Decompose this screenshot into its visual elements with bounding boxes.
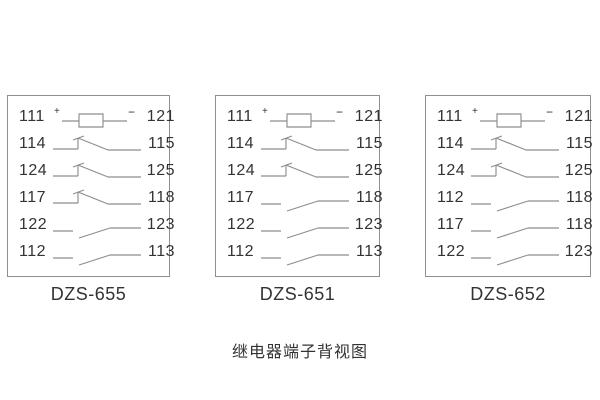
model-label: DZS-652: [470, 284, 546, 304]
terminal-row: 122 123: [19, 211, 175, 238]
terminal-row: 112 113: [227, 238, 383, 265]
terminal-row: 117 118: [437, 211, 593, 238]
left-terminal-number: 111: [437, 107, 463, 125]
right-terminal-number: 125: [564, 161, 593, 179]
terminal-row: 112 118: [437, 184, 593, 211]
blade-contact-symbol: [53, 212, 141, 238]
left-terminal-number: 114: [19, 134, 47, 152]
left-terminal-number: 117: [437, 215, 465, 233]
minus-sign: −: [128, 105, 135, 119]
plus-sign: +: [262, 106, 268, 117]
coil-symbol: +−: [54, 105, 135, 130]
left-terminal-number: 122: [227, 215, 256, 233]
right-terminal-number: 125: [354, 161, 383, 179]
terminal-row: 114 115: [19, 130, 175, 157]
terminal-row: 122 123: [227, 211, 383, 238]
blade-contact-symbol: [261, 212, 349, 238]
left-terminal-number: 124: [437, 161, 466, 179]
terminal-row: 117 118: [19, 184, 175, 211]
left-terminal-number: 124: [19, 161, 48, 179]
model-label: DZS-655: [50, 284, 127, 304]
blade-contact-symbol: [471, 185, 559, 211]
minus-sign: −: [546, 105, 553, 119]
left-terminal-number: 112: [19, 242, 47, 260]
terminal-row: 111+−121: [437, 103, 593, 130]
left-terminal-number: 114: [437, 134, 465, 152]
left-terminal-number: 111: [227, 107, 253, 125]
terminal-row: 122 123: [437, 238, 593, 265]
terminal-row: 117 118: [227, 184, 383, 211]
blade-contact-symbol: [471, 239, 559, 265]
blade-contact-symbol: [261, 239, 349, 265]
coil-rect: [287, 114, 311, 127]
right-terminal-number: 113: [355, 242, 383, 260]
right-terminal-number: 123: [564, 242, 593, 260]
tick-contact-symbol: [471, 158, 559, 184]
terminal-row: 124 125: [227, 157, 383, 184]
tick-contact-symbol: [53, 131, 141, 157]
right-terminal-number: 115: [147, 134, 175, 152]
tick-contact-symbol: [53, 185, 141, 211]
right-terminal-number: 121: [354, 107, 383, 125]
right-terminal-number: 123: [146, 215, 175, 233]
left-terminal-number: 114: [227, 134, 255, 152]
left-terminal-number: 117: [19, 188, 47, 206]
minus-sign: −: [336, 105, 343, 119]
left-terminal-number: 112: [227, 242, 255, 260]
terminal-row: 112 113: [19, 238, 175, 265]
terminal-row: 111+−121: [19, 103, 175, 130]
terminal-row: 111+−121: [227, 103, 383, 130]
terminal-row: 114 115: [227, 130, 383, 157]
right-terminal-number: 118: [565, 215, 593, 233]
tick-contact-symbol: [471, 131, 559, 157]
terminal-row: 114 115: [437, 130, 593, 157]
left-terminal-number: 112: [437, 188, 465, 206]
right-terminal-number: 118: [565, 188, 593, 206]
right-terminal-number: 115: [565, 134, 593, 152]
left-terminal-number: 117: [227, 188, 255, 206]
terminal-row: 124 125: [19, 157, 175, 184]
left-terminal-number: 122: [19, 215, 48, 233]
left-terminal-number: 122: [437, 242, 466, 260]
model-label: DZS-651: [259, 284, 336, 304]
coil-rect: [497, 114, 521, 127]
tick-contact-symbol: [261, 158, 349, 184]
blade-contact-symbol: [53, 239, 141, 265]
right-terminal-number: 121: [564, 107, 593, 125]
plus-sign: +: [472, 106, 478, 117]
coil-symbol: +−: [472, 105, 553, 130]
tick-contact-symbol: [261, 131, 349, 157]
right-terminal-number: 115: [355, 134, 383, 152]
left-terminal-number: 124: [227, 161, 256, 179]
left-terminal-number: 111: [19, 107, 45, 125]
right-terminal-number: 118: [355, 188, 383, 206]
right-terminal-number: 118: [147, 188, 175, 206]
blade-contact-symbol: [261, 185, 349, 211]
blade-contact-symbol: [471, 212, 559, 238]
tick-contact-symbol: [53, 158, 141, 184]
plus-sign: +: [54, 106, 60, 117]
coil-symbol: +−: [262, 105, 343, 130]
right-terminal-number: 113: [147, 242, 175, 260]
coil-rect: [79, 114, 103, 127]
terminal-row: 124 125: [437, 157, 593, 184]
right-terminal-number: 121: [146, 107, 175, 125]
right-terminal-number: 123: [354, 215, 383, 233]
right-terminal-number: 125: [146, 161, 175, 179]
caption: 继电器端子背视图: [231, 344, 368, 361]
